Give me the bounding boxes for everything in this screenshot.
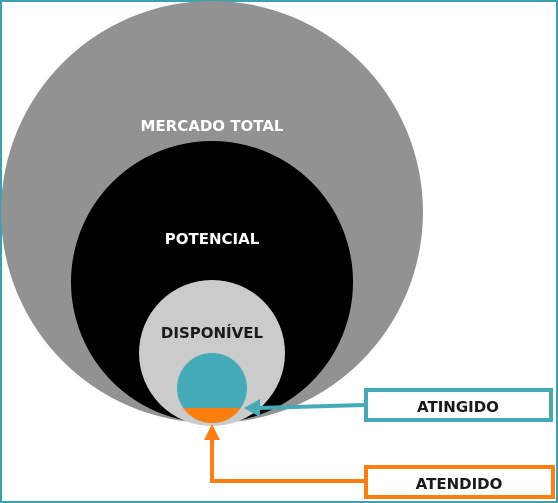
reached-label: ATINGIDO — [417, 398, 499, 416]
served-label-box — [364, 465, 555, 499]
reached-label-box — [364, 388, 553, 422]
served-arrow-head — [204, 424, 220, 440]
total-market-label: MERCADO TOTAL — [141, 117, 284, 135]
reached-market-circle — [177, 353, 247, 423]
reached-arrow-head — [244, 399, 260, 417]
reached-arrow-line — [257, 403, 365, 410]
available-market-label: DISPONÍVEL — [161, 323, 264, 342]
served-label: ATENDIDO — [416, 475, 503, 493]
potential-market-label: POTENCIAL — [165, 230, 260, 248]
served-arrow-line — [210, 438, 364, 483]
